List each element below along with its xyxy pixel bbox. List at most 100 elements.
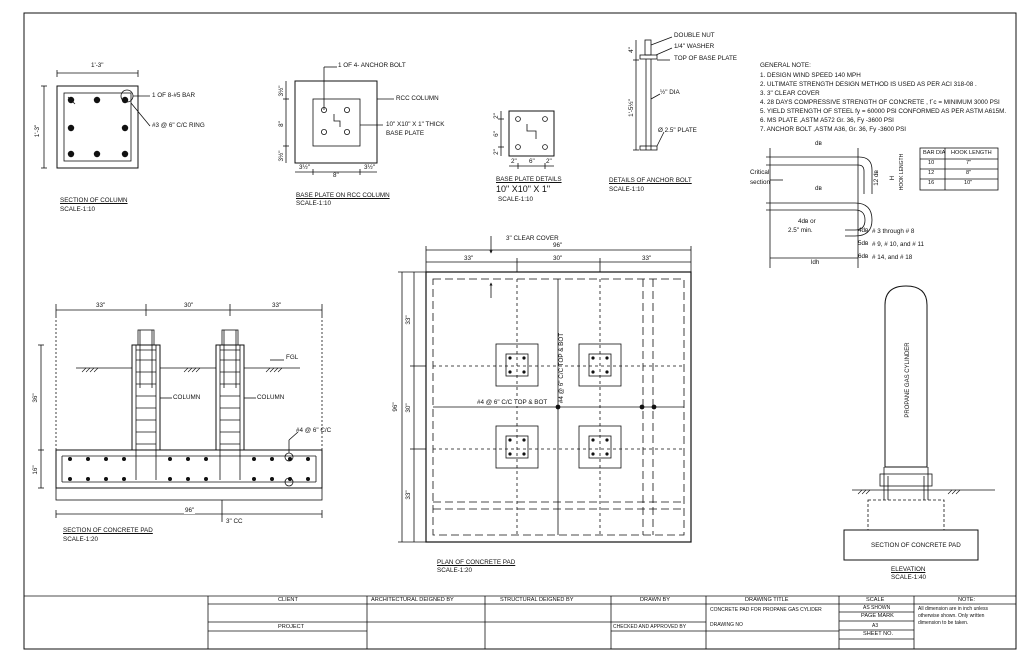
general-note-item: 3. 3" CLEAR COVER	[760, 90, 820, 97]
ab-double-nut: DOUBLE NUT	[674, 32, 715, 39]
hook-r2: # 9, # 10, and # 11	[872, 241, 925, 248]
tb-a3: A3	[872, 623, 879, 629]
plan-clear-cover: 3" CLEAR COVER	[506, 235, 559, 242]
hook-r3: # 14, and # 18	[872, 254, 913, 261]
pad-section-title: SECTION OF CONCRETE PAD	[63, 527, 153, 534]
pad-dim-c: 33"	[272, 302, 282, 309]
ab-dia: ½" DIA	[660, 89, 680, 96]
column-section-scale: SCALE-1:10	[60, 206, 96, 213]
pad-dim-a: 33"	[96, 302, 106, 309]
elevation-view	[843, 285, 995, 561]
general-note-item: 7. ANCHOR BOLT ,ASTM A36, Gr. 36, Fy -36…	[760, 126, 907, 133]
tb-sheet-no: SHEET NO.	[863, 631, 894, 637]
bpd-dim-v1: 2"	[493, 113, 500, 119]
hook-table-cell: 10	[928, 160, 935, 166]
rcc-column-label: RCC COLUMN	[396, 95, 439, 102]
plan-dim-b: 30"	[553, 255, 563, 262]
general-note-item: 4. 28 DAYS COMPRESSIVE STRENGTH OF CONCR…	[760, 99, 1000, 106]
bpd-scale: SCALE-1:10	[498, 196, 534, 203]
hook-b1: 4dʙ	[858, 227, 869, 234]
tb-drawing-title-value: CONCRETE PAD FOR PROPANE GAS CYLIDER	[710, 607, 822, 613]
tb-note-text: All dimension are in inch unless	[918, 606, 989, 612]
ab-title: DETAILS OF ANCHOR BOLT	[609, 177, 692, 184]
pad-dim-b: 30"	[184, 302, 194, 309]
tb-drawing-title: DRAWING TITLE	[745, 597, 789, 603]
tb-drawing-no: DRAWING NO	[710, 622, 743, 628]
bpd-dim-h1: 2"	[511, 158, 517, 165]
tb-architectural: ARCHITECTURAL DEIGNED BY	[371, 597, 454, 603]
bp-dim-b-left: 3½"	[299, 164, 310, 171]
tb-scale: SCALE	[866, 597, 885, 603]
hook-12db: 12 dʙ	[873, 170, 880, 186]
bpd-dim-h3: 2"	[546, 158, 552, 165]
bp-dim-top: 3½"	[277, 86, 285, 97]
hook-b3: 6dʙ	[858, 253, 869, 260]
bp-dim-b-mid: 8"	[333, 172, 339, 179]
tb-note: NOTE:	[958, 597, 976, 603]
column-section-title: SECTION OF COLUMN	[60, 197, 128, 204]
bpd-dim-v2: 6"	[493, 131, 500, 137]
general-note-item: 6. MS PLATE ,ASTM A572 Gr. 36, Fy -3600 …	[760, 117, 894, 124]
plate-label-2: BASE PLATE	[386, 130, 425, 137]
hook-table-cell: 10"	[964, 180, 973, 186]
hook-table-cell: 8"	[966, 170, 972, 176]
column-bars-label: 1 OF 8-#5 BAR	[152, 92, 196, 99]
plate-label-1: 10" X10" X 1" THICK	[386, 121, 445, 128]
ab-top-plate: TOP OF BASE PLATE	[674, 55, 737, 62]
plan-dim-v-total: 96"	[392, 402, 399, 411]
tb-project: PROJECT	[278, 624, 305, 630]
bpd-dim-v3: 2"	[493, 149, 500, 155]
pad-section-scale: SCALE-1:20	[63, 536, 99, 543]
section-of-concrete-pad	[38, 304, 323, 522]
hook-min: 2.5" min.	[788, 227, 813, 234]
bp-dim-bot: 3½"	[277, 151, 285, 162]
column-width-dim: 1'-3"	[91, 62, 104, 69]
hook-table-cell: 16	[928, 180, 935, 186]
pad-dim-16: 16"	[32, 465, 39, 474]
tb-note-text: otherwise shown. Only written	[918, 613, 985, 619]
column-height-dim: 1'-3"	[34, 125, 41, 138]
bp-dim-b-right: 3½"	[364, 164, 375, 171]
pad-rebar: #4 @ 6" C/C	[296, 427, 332, 434]
tb-checked: CHECKED AND APPROVED BY	[613, 624, 687, 630]
plan-rebar-v: #4 @ 6" C/C TOP & BOT	[558, 333, 565, 403]
elevation-scale: SCALE-1:40	[891, 574, 927, 581]
bpd-dim-h2: 6"	[529, 158, 535, 165]
plan-dim-v-b: 30"	[405, 403, 412, 412]
pad-dim-96: 96"	[184, 507, 196, 515]
bp-dim-mid: 8"	[278, 121, 285, 127]
general-note-item: 1. DESIGN WIND SPEED 140 MPH	[760, 72, 861, 79]
elevation-pad-label: SECTION OF CONCRETE PAD	[871, 542, 961, 549]
plan-of-concrete-pad	[398, 236, 692, 543]
ab-plate: Ø 2.5" PLATE	[658, 127, 697, 134]
hook-detail	[766, 147, 999, 268]
ab-washer: 1/4" WASHER	[674, 43, 715, 50]
hook-table-cell: 12	[928, 170, 935, 176]
plan-dim-v-c: 33"	[405, 490, 412, 499]
details-of-anchor-bolt	[633, 36, 673, 151]
general-note-item: 2. ULTIMATE STRENGTH DESIGN METHOD IS US…	[760, 81, 977, 88]
general-note-heading: GENERAL NOTE:	[760, 62, 811, 69]
ab-dim-top: 4"	[628, 47, 635, 53]
hook-ldh: ldh	[811, 259, 820, 266]
hook-length-label: HOOK LENGTH	[899, 153, 905, 190]
plan-title: PLAN OF CONCRETE PAD	[437, 559, 516, 566]
pad-fgl: FGL	[286, 354, 299, 361]
tb-as-shown: AS SHOWN	[863, 605, 891, 611]
anchor-bolt-label: 1 OF 4- ANCHOR BOLT	[338, 62, 406, 69]
column-ring-label: #3 @ 6" C/C RING	[152, 122, 205, 129]
cylinder-label: PROPANE GAS CYLINDER	[905, 342, 911, 418]
pad-dim-36: 36"	[32, 393, 39, 402]
hook-b2: 5dʙ	[858, 240, 869, 247]
base-plate-rcc-scale: SCALE-1:10	[296, 200, 332, 207]
ab-dim-len: 1'-5½"	[627, 99, 635, 117]
hook-critical: Critical	[750, 169, 770, 176]
pad-column-2: COLUMN	[257, 394, 285, 401]
plan-rebar-h: #4 @ 6" C/C TOP & BOT	[476, 399, 549, 407]
section-of-column	[41, 70, 151, 169]
tb-structural: STRUCTURAL DEIGNED BY	[500, 597, 574, 603]
plan-dim-a: 33"	[464, 255, 474, 262]
hook-table-header: BAR DIA	[923, 150, 946, 156]
tb-note-text: dimension to be taken.	[918, 620, 969, 626]
general-note-item: 5. YIELD STRENGTH OF STEEL fy = 60000 PS…	[760, 108, 1007, 115]
